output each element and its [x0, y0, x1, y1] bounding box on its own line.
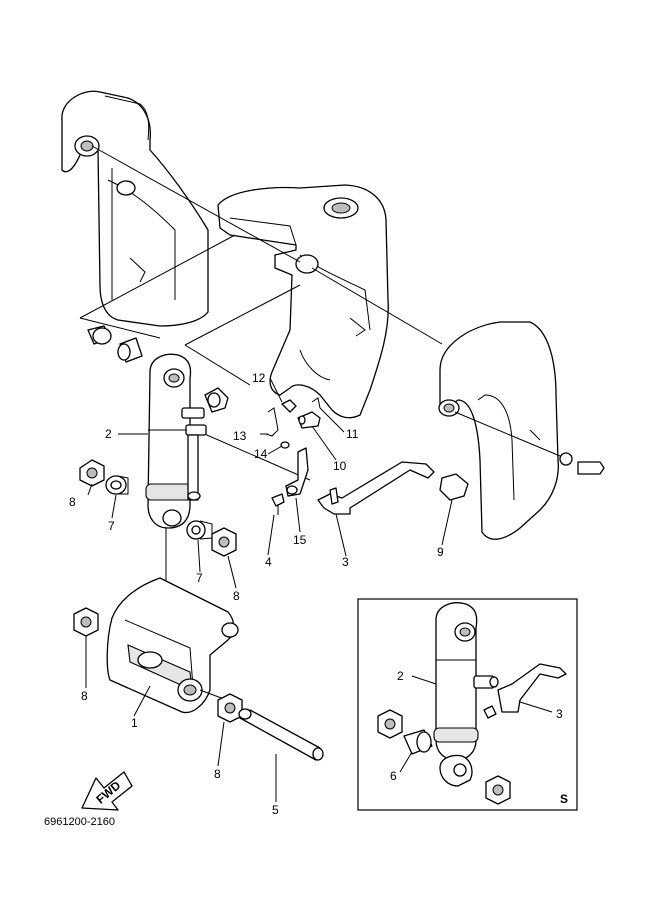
inset-callout-3: 3 — [556, 707, 563, 721]
callout-8-upper-right: 8 — [233, 589, 240, 603]
callout-15: 15 — [293, 533, 307, 547]
pad-9 — [439, 473, 469, 501]
stern-nut-right — [217, 693, 243, 723]
callout-5: 5 — [272, 803, 279, 817]
upper-bushing — [87, 325, 143, 363]
inset-callout-2: 2 — [397, 669, 404, 683]
callout-13: 13 — [233, 429, 247, 443]
callout-8-upper-left: 8 — [69, 495, 76, 509]
callout-12: 12 — [252, 371, 266, 385]
axis-lines — [79, 145, 561, 640]
leader-lines — [85, 377, 553, 802]
inset-nut — [377, 709, 403, 739]
inset-bushing-6 — [403, 729, 433, 755]
inset-callout-6: 6 — [390, 769, 397, 783]
fwd-arrow-icon: FWD — [81, 771, 133, 811]
grommet-upper — [204, 387, 229, 413]
callout-8-lower-left: 8 — [81, 689, 88, 703]
small-parts — [265, 397, 321, 515]
callout-11: 11 — [346, 427, 359, 441]
swivel-bracket — [217, 184, 389, 419]
inset-label: S — [560, 792, 568, 806]
callout-1: 1 — [131, 716, 138, 730]
right-bushing-7 — [186, 520, 213, 540]
diagram-code: 6961200-2160 — [44, 816, 115, 828]
callout-14: 14 — [254, 447, 268, 461]
left-bushing-7 — [105, 475, 129, 495]
right-bolt — [559, 452, 605, 475]
inset-lever-3 — [483, 663, 567, 719]
callout-7-left: 7 — [108, 519, 115, 533]
stern-nut-left — [73, 607, 99, 637]
tilt-cylinder — [145, 353, 207, 529]
left-clamp-bracket — [61, 90, 209, 327]
callouts: 1 2 3 4 5 7 7 8 8 8 8 9 10 11 12 13 14 1… — [69, 371, 568, 817]
right-nut-8 — [211, 527, 237, 557]
callout-7-right: 7 — [196, 571, 203, 585]
callout-3: 3 — [342, 555, 349, 569]
stern-bracket — [106, 577, 241, 714]
callout-8-lower-right: 8 — [214, 767, 221, 781]
callout-2: 2 — [105, 427, 112, 441]
callout-10: 10 — [333, 459, 347, 473]
callout-4: 4 — [265, 555, 272, 569]
inset-end-fitting — [439, 754, 511, 805]
tilt-lever-3 — [317, 461, 435, 515]
callout-9: 9 — [437, 545, 444, 559]
shaft-5 — [238, 708, 324, 761]
left-nut-8 — [79, 459, 105, 487]
inset-cylinder — [433, 602, 499, 761]
